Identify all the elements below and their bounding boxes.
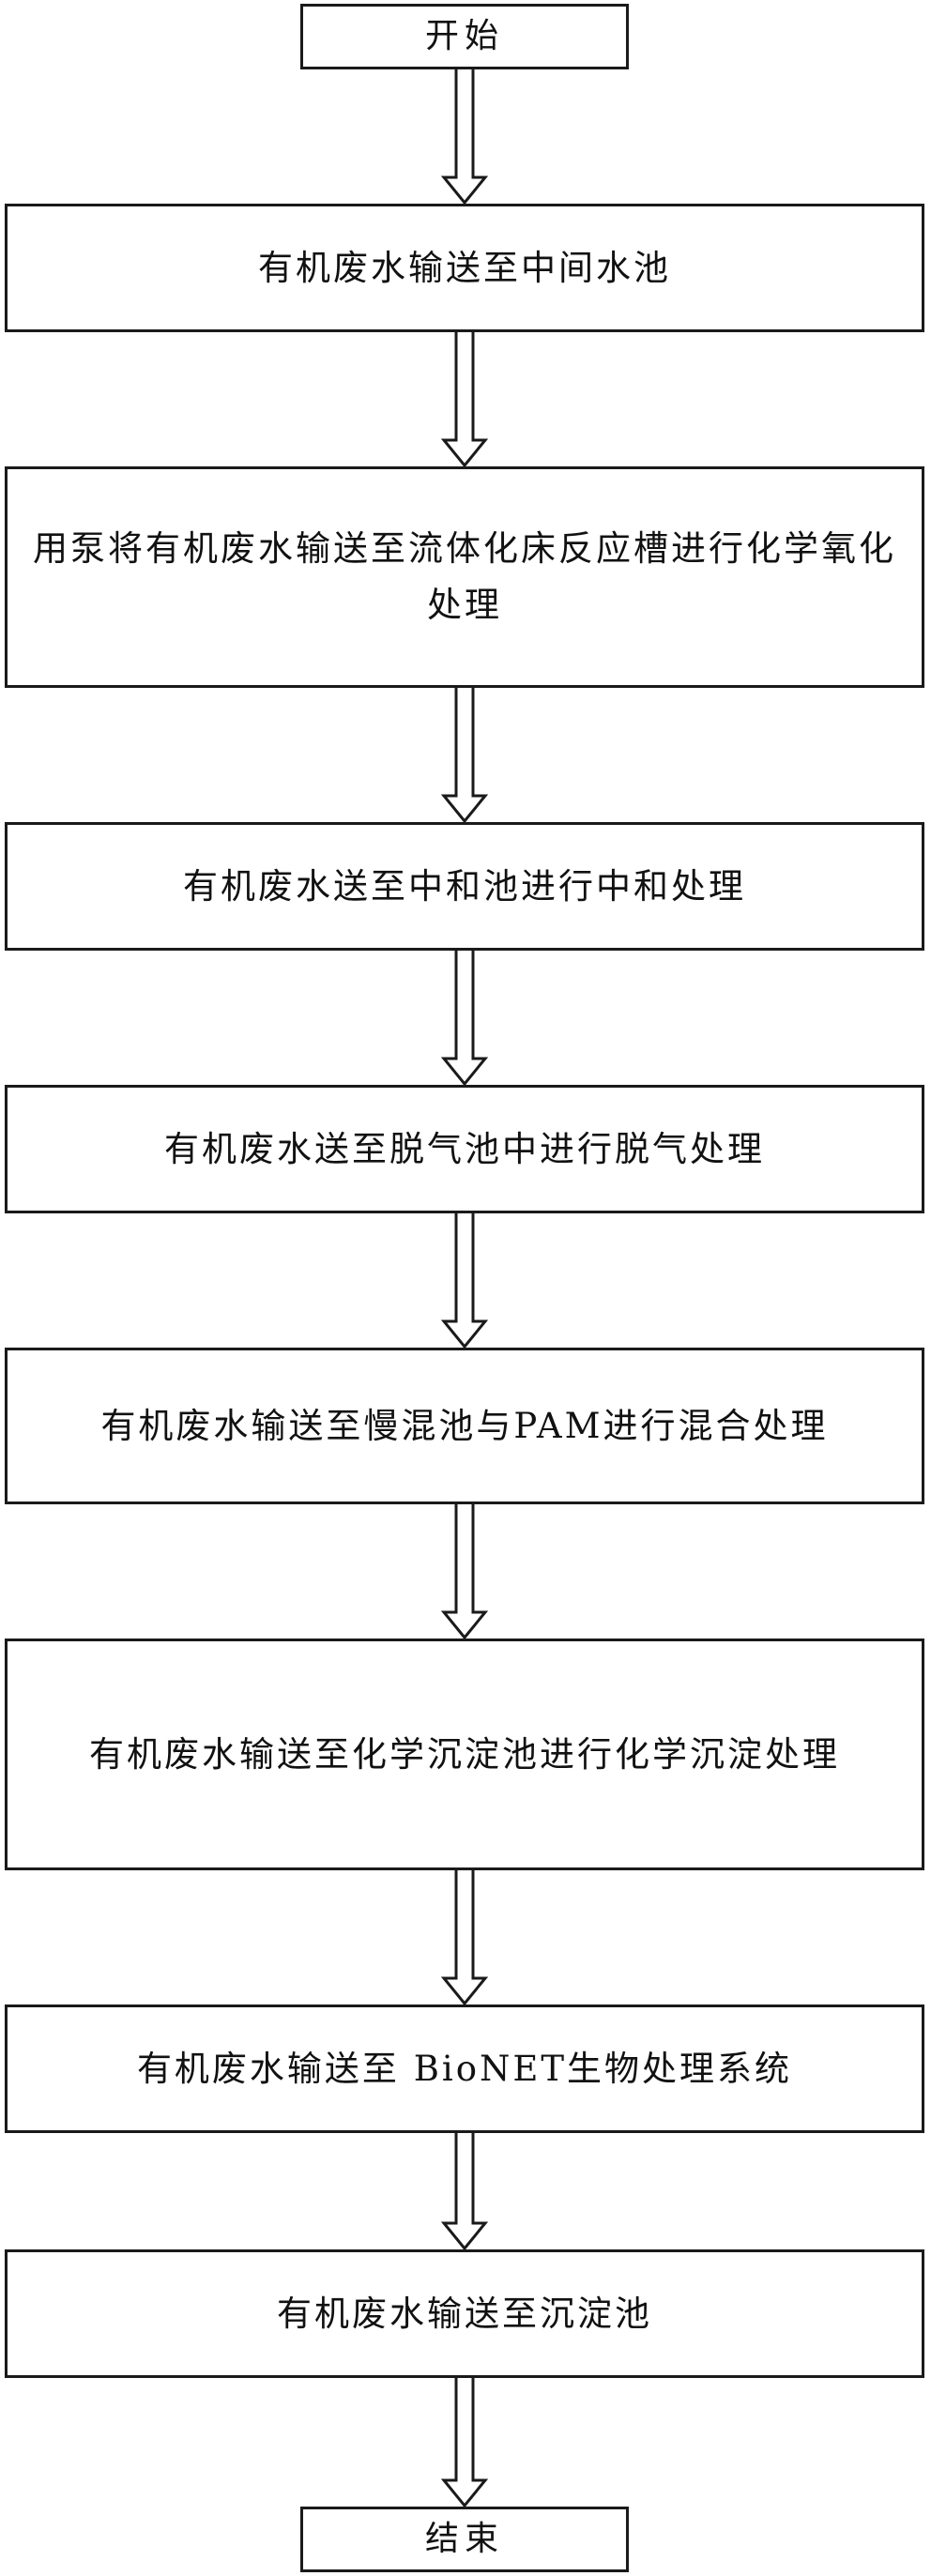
step-1-box: 有机废水输送至中间水池 (5, 204, 924, 332)
start-label: 开始 (424, 17, 504, 55)
arrow-outline (440, 69, 489, 206)
step-6-label: 有机废水输送至化学沉淀池进行化学沉淀处理 (89, 1733, 840, 1775)
step-7-label: 有机废水输送至 BioNET生物处理系统 (136, 2048, 793, 2089)
end-node: 结束 (300, 2507, 629, 2572)
arrow-outline (440, 2378, 489, 2508)
step-6-box: 有机废水输送至化学沉淀池进行化学沉淀处理 (5, 1639, 924, 1870)
arrow-start-to-step1 (440, 69, 489, 206)
arrow-step5-to-step6 (440, 1504, 489, 1640)
start-node: 开始 (300, 4, 629, 69)
step-3-box: 有机废水送至中和池进行中和处理 (5, 822, 924, 951)
arrow-outline (440, 1213, 489, 1349)
step-1-label: 有机废水输送至中间水池 (258, 247, 671, 288)
end-label: 结束 (424, 2520, 504, 2558)
step-2-label: 用泵将有机废水输送至流体化床反应槽进行化学氧化处理 (33, 528, 896, 625)
arrow-step1-to-step2 (440, 332, 489, 468)
arrow-step3-to-step4 (440, 951, 489, 1087)
step-3-label: 有机废水送至中和池进行中和处理 (183, 865, 746, 907)
arrow-outline (440, 2133, 489, 2251)
step-8-box: 有机废水输送至沉淀池 (5, 2249, 924, 2378)
arrow-outline (440, 332, 489, 468)
step-4-label: 有机废水送至脱气池中进行脱气处理 (164, 1128, 765, 1169)
step-5-box: 有机废水输送至慢混池与PAM进行混合处理 (5, 1348, 924, 1504)
arrow-step7-to-step8 (440, 2133, 489, 2251)
step-2-box: 用泵将有机废水输送至流体化床反应槽进行化学氧化处理 (5, 466, 924, 688)
arrow-outline (440, 1504, 489, 1640)
step-8-label: 有机废水输送至沉淀池 (277, 2293, 652, 2334)
arrow-outline (440, 951, 489, 1087)
step-5-label: 有机废水输送至慢混池与PAM进行混合处理 (100, 1405, 829, 1446)
arrow-step8-to-end (440, 2378, 489, 2508)
arrow-step6-to-step7 (440, 1870, 489, 2006)
arrow-step4-to-step5 (440, 1213, 489, 1349)
step-4-box: 有机废水送至脱气池中进行脱气处理 (5, 1085, 924, 1213)
step-7-box: 有机废水输送至 BioNET生物处理系统 (5, 2004, 924, 2133)
arrow-outline (440, 688, 489, 824)
arrow-outline (440, 1870, 489, 2006)
arrow-step2-to-step3 (440, 688, 489, 824)
